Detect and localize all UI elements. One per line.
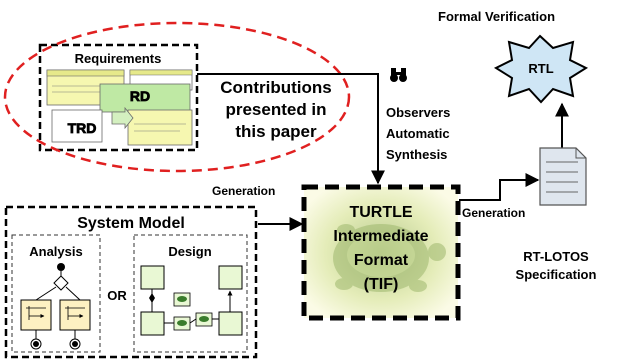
tif-label-line2: Intermediate <box>333 228 428 245</box>
observers-label-line3: Synthesis <box>386 147 447 162</box>
arrow-tif-to-rtlotos <box>459 173 540 201</box>
contributions-label-line2: presented in <box>225 100 326 119</box>
arrow-requirements-to-tif <box>197 73 385 185</box>
tif-box: TURTLE Intermediate Format (TIF) <box>301 184 461 321</box>
requirements-label: Requirements <box>75 51 162 66</box>
rtl-star-shape <box>493 34 589 104</box>
observers-label-line2: Automatic <box>386 126 450 141</box>
tif-label-line3: Format <box>354 252 409 269</box>
system-model-label: System Model <box>77 215 185 232</box>
formal-verification-label: Formal Verification <box>438 9 555 24</box>
observers-label-line1: Observers <box>386 105 450 120</box>
generation-right-label: Generation <box>462 206 525 220</box>
contributions-ellipse <box>3 21 351 173</box>
contributions-label-line3: this paper <box>235 122 317 141</box>
analysis-box <box>11 234 101 353</box>
system-model-box: System Model Analysis OR <box>4 205 258 359</box>
rtlotos-label-line2: Specification <box>516 267 597 282</box>
generation-left-label: Generation <box>212 184 275 198</box>
rd-label: RD <box>130 88 150 104</box>
trd-label: TRD <box>68 120 97 136</box>
analysis-label: Analysis <box>29 244 82 259</box>
turtle-icon <box>333 224 446 292</box>
rtl-label: RTL <box>528 61 553 76</box>
rtlotos-label-line1: RT-LOTOS <box>523 249 589 264</box>
or-label: OR <box>107 288 127 303</box>
requirements-box: Requirements RD TRD <box>38 43 199 152</box>
activity-diagram <box>20 263 91 350</box>
tif-label-line4: (TIF) <box>364 276 399 293</box>
design-label: Design <box>168 244 211 259</box>
contributions-label-line1: Contributions <box>220 78 331 97</box>
binoculars-icon <box>390 68 407 82</box>
rtlotos-document-icon <box>539 147 587 206</box>
tif-label-line1: TURTLE <box>349 204 412 221</box>
class-diagram <box>140 265 243 336</box>
